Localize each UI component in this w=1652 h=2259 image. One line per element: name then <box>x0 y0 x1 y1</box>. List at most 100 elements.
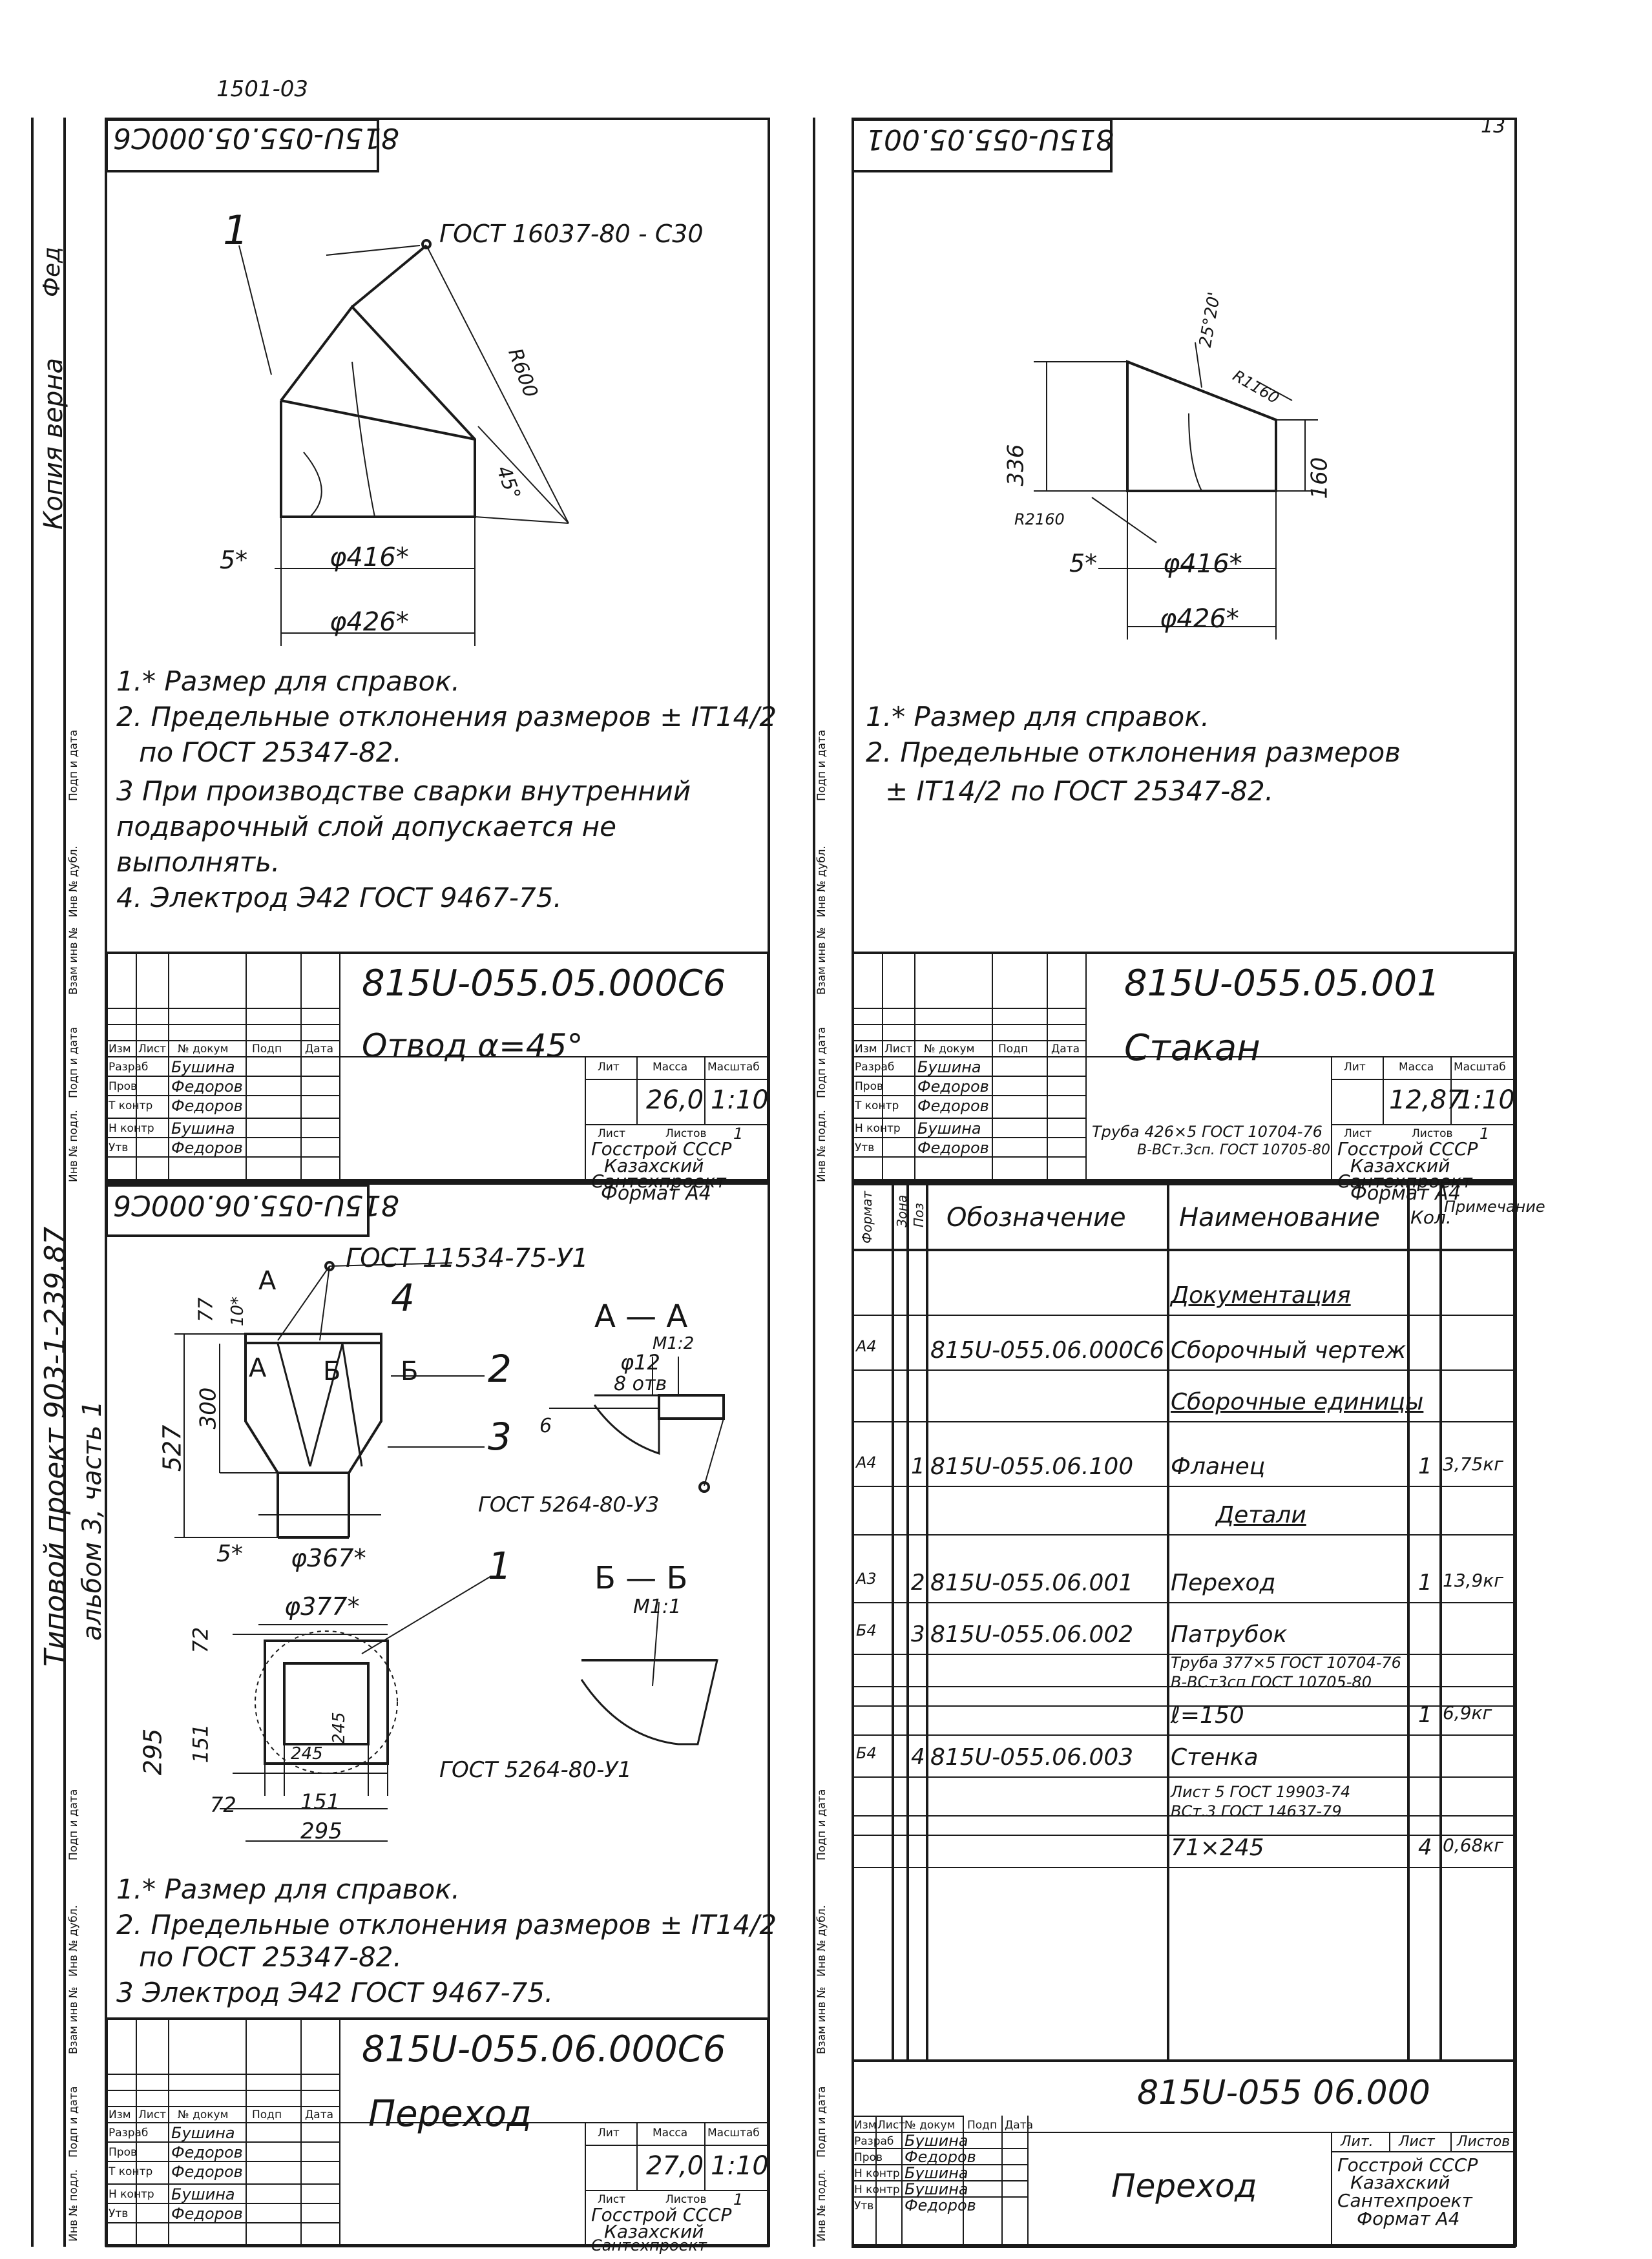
sheet1-org3: Сантехпроект <box>591 1171 726 1192</box>
side-column-label: Подп и дата <box>815 729 828 801</box>
sheet1-note-4: 3 При производстве сварки внутренний <box>116 775 691 807</box>
sheet3-listov-label: Листов <box>665 2193 707 2206</box>
spec-row-divider <box>853 1369 1514 1371</box>
sheet4-col-izm: Изм <box>854 2119 877 2132</box>
sheet1-note-7: 4. Электрод Э42 ГОСТ 9467-75. <box>116 882 562 913</box>
spec-cell-name: Патрубок <box>1171 1621 1288 1648</box>
sheet3-dim-151b: 151 <box>300 1789 340 1814</box>
sheet4-org3: Сантехпроект <box>1337 2190 1472 2211</box>
spec-cell-name: ℓ=150 <box>1171 1702 1244 1729</box>
spec-cell-note: 6,9кг <box>1443 1702 1492 1723</box>
sheet3-section-aa: А — А <box>594 1298 688 1335</box>
sheet2-dim-160: 160 <box>1306 457 1333 499</box>
sheet3-col-doc: № докум <box>178 2108 229 2121</box>
sheet3-name-4: Федоров <box>171 2205 243 2223</box>
sheet3-dim-8otv: 8 отв <box>614 1373 667 1395</box>
sheet4-name-1: Федоров <box>904 2148 976 2166</box>
sheet2-name-0: Бушина <box>917 1058 981 1076</box>
sheet1-role-0: Разраб <box>109 1061 149 1074</box>
sheet4-list-label: Лист <box>1399 2134 1435 2150</box>
spec-cell-name: Документация <box>1171 1282 1351 1309</box>
sheet2-col-izm: Изм <box>855 1043 877 1056</box>
sheet1-list-label: Лист <box>598 1127 626 1140</box>
sheet4-role-2: Н контр <box>854 2167 900 2180</box>
sheet3-label-b2: Б <box>401 1357 419 1386</box>
spec-row-divider <box>853 1654 1514 1655</box>
sheet3-org2: Казахский <box>604 2221 704 2242</box>
sheet3-code-rotated: 815U-055.06.000C6 <box>113 1189 399 1222</box>
sheet2-name-3: Бушина <box>917 1119 981 1138</box>
spec-cell-name: В-ВСт3сп ГОСТ 10705-80 <box>1171 1673 1372 1691</box>
side-column-label: Инв № подл. <box>815 2169 828 2242</box>
sheet3-col-list: Лист <box>138 2108 167 2121</box>
sheet2-role-4: Утв <box>855 1141 875 1154</box>
sheet1-name-1: Федоров <box>171 1077 243 1096</box>
sheet4-name-4: Федоров <box>904 2196 976 2214</box>
sheet3-dim-77: 77 <box>194 1297 218 1322</box>
sheet4-org2: Казахский <box>1350 2172 1450 2193</box>
sheet1-role-1: Пров <box>109 1080 137 1093</box>
sheet2-col-doc: № докум <box>924 1043 975 1056</box>
sheet1-format: Формат А4 <box>601 1182 711 1205</box>
sheet2-sheets: 1 <box>1479 1125 1490 1143</box>
spec-cell-name: 71×245 <box>1171 1835 1264 1861</box>
spec-row-divider <box>853 1534 1514 1535</box>
side-column-label: Инв № дубл. <box>815 1905 828 1977</box>
sheet1-col-izm: Изм <box>109 1043 131 1056</box>
sheet1-gost-label: ГОСТ 16037-80 - С30 <box>439 220 704 248</box>
sheet3-name-1: Федоров <box>171 2143 243 2161</box>
sheet3-dim-d367: φ367* <box>291 1544 366 1572</box>
spec-row-divider <box>853 1421 1514 1422</box>
sheet2-name-2: Федоров <box>917 1097 989 1115</box>
sheet2-list-label: Лист <box>1344 1127 1372 1140</box>
sheet3-mass: 27,0 <box>646 2151 704 2181</box>
sheet2-massa-label: Масса <box>1399 1061 1434 1074</box>
side-column-label: Подп и дата <box>815 2086 828 2158</box>
sheet1-massa-label: Масса <box>653 1061 688 1074</box>
sheet3-role-0: Разраб <box>109 2127 149 2139</box>
sheet3-gost-top: ГОСТ 11534-75-У1 <box>346 1244 589 1273</box>
spec-row-divider <box>853 1486 1514 1487</box>
sheet2-org1: Госстрой СССР <box>1337 1138 1478 1160</box>
spec-cell-name: Лист 5 ГОСТ 19903-74 <box>1171 1783 1351 1801</box>
sheet4-role-0: Разраб <box>854 2135 894 2148</box>
spec-cell-pos: 3 <box>911 1621 925 1647</box>
spec-row-divider <box>853 1315 1514 1316</box>
sheet1-lit-label: Лит <box>598 1061 620 1074</box>
sheet2-title: Стакан <box>1124 1027 1260 1069</box>
spec-header-pos: Поз <box>911 1203 926 1227</box>
side-column-label: Подп и дата <box>67 1789 80 1860</box>
side-column-label: Подп и дата <box>67 2086 80 2158</box>
sheet3-label-b1: Б <box>323 1357 341 1386</box>
sheet3-name-3: Бушина <box>171 2185 235 2203</box>
sheet3-scale: 1:10 <box>711 2151 769 2181</box>
sheet2-col-list: Лист <box>884 1043 913 1056</box>
spec-header-qty: Кол. <box>1410 1207 1452 1228</box>
sheet4-stamp-code: 815U-055 06.000 <box>1137 2074 1430 2112</box>
sheet4-name-3: Бушина <box>904 2180 968 2198</box>
sheet4-name-2: Бушина <box>904 2164 968 2182</box>
sheet2-material-2: В-ВСт.3сп. ГОСТ 10705-80 <box>1137 1142 1331 1158</box>
spec-header-name: Наименование <box>1179 1203 1380 1233</box>
spec-cell-code: 815U-055.06.100 <box>930 1453 1134 1480</box>
sheet2-dim-5: 5* <box>1069 549 1098 578</box>
sheet3-name-2: Федоров <box>171 2163 243 2181</box>
sheet2-role-2: Т контр <box>855 1099 899 1112</box>
spec-cell-fmt: А4 <box>856 1337 877 1355</box>
sheet2-note-1: 1.* Размер для справок. <box>866 701 1209 733</box>
spec-cell-name: Сборочный чертеж <box>1171 1337 1406 1364</box>
sheet1-scale: 1:10 <box>711 1085 769 1115</box>
spec-header-note: Примечание <box>1444 1198 1545 1216</box>
sheet1-col-list: Лист <box>138 1043 167 1056</box>
sheet3-col-podp: Подп <box>252 2108 282 2121</box>
sheet3-dim-6: 6 <box>539 1415 552 1437</box>
spec-cell-qty: 1 <box>1418 1453 1432 1479</box>
sheet1-title: Отвод α=45° <box>362 1027 583 1065</box>
sheet2-role-0: Разраб <box>855 1061 895 1074</box>
sheet3-note-3: по ГОСТ 25347-82. <box>139 1941 402 1973</box>
spec-cell-note: 0,68кг <box>1443 1835 1503 1856</box>
spec-row-divider <box>853 1705 1514 1707</box>
sheet2-name-4: Федоров <box>917 1139 989 1157</box>
sheet3-callout-4: 4 <box>391 1276 415 1320</box>
sheet3-section-bb-scale: М1:1 <box>633 1596 682 1618</box>
